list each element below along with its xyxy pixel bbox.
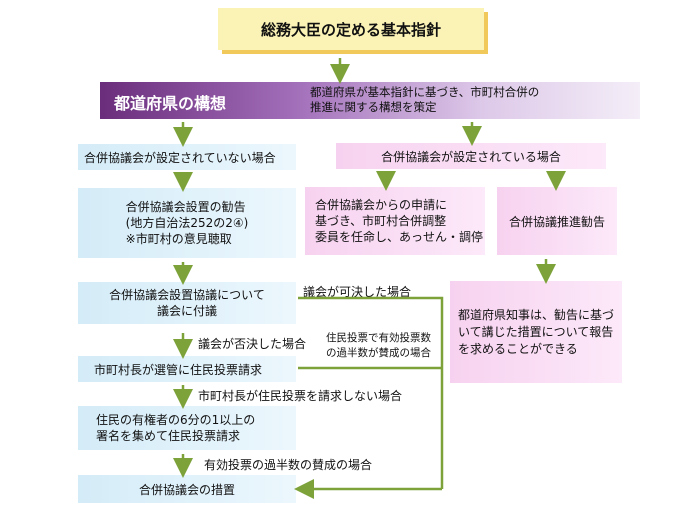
promote-box: 合併協議推進勧告 xyxy=(497,187,617,255)
approved-label: 議会が可決した場合 xyxy=(303,285,412,299)
header-label: 都道府県の構想 xyxy=(114,94,227,113)
no-council-box: 合併協議会が設定されていない場合 xyxy=(78,144,296,170)
rejected-label: 議会が否決した場合 xyxy=(198,337,307,351)
council-proposal-box: 合併協議会設置協議について 議会に付議 xyxy=(78,282,296,324)
mayor-not-request-label: 市町村長が住民投票を請求しない場合 xyxy=(198,389,403,403)
line-approved-route xyxy=(298,296,444,489)
header-description: 都道府県が基本指針に基づき、市町村合併の 推進に関する構想を策定 xyxy=(310,85,540,114)
title-text: 総務大臣の定める基本指針 xyxy=(260,20,441,39)
council-set-box: 合併協議会が設定されている場合 xyxy=(336,143,606,169)
referendum-majority-label: 住民投票で有効投票数 の過半数が賛成の場合 xyxy=(326,332,431,359)
header-bar: 都道府県の構想 都道府県が基本指針に基づき、市町村合併の 推進に関する構想を策定 xyxy=(100,82,640,119)
mayor-request-box: 市町村長が選管に住民投票請求 xyxy=(78,356,296,382)
residents-petition-box: 住民の有権者の6分の1以上の 署名を集めて住民投票請求 xyxy=(78,406,296,450)
majority-label: 有効投票の過半数の賛成の場合 xyxy=(204,458,373,472)
recommendation-box: 合併協議会設置の勧告 (地方自治法252の2④) ※市町村の意見聴取 xyxy=(78,188,296,258)
mediation-box: 合併協議会からの申請に 基づき、市町村合併調整 委員を任命し、あっせん・調停 xyxy=(305,187,485,255)
title-box: 総務大臣の定める基本指針 xyxy=(218,8,484,50)
governor-box: 都道府県知事は、勧告に基づ いて講じた措置について報告 を求めることができる xyxy=(450,281,622,383)
final-measure-box: 合併協議会の措置 xyxy=(78,475,296,503)
